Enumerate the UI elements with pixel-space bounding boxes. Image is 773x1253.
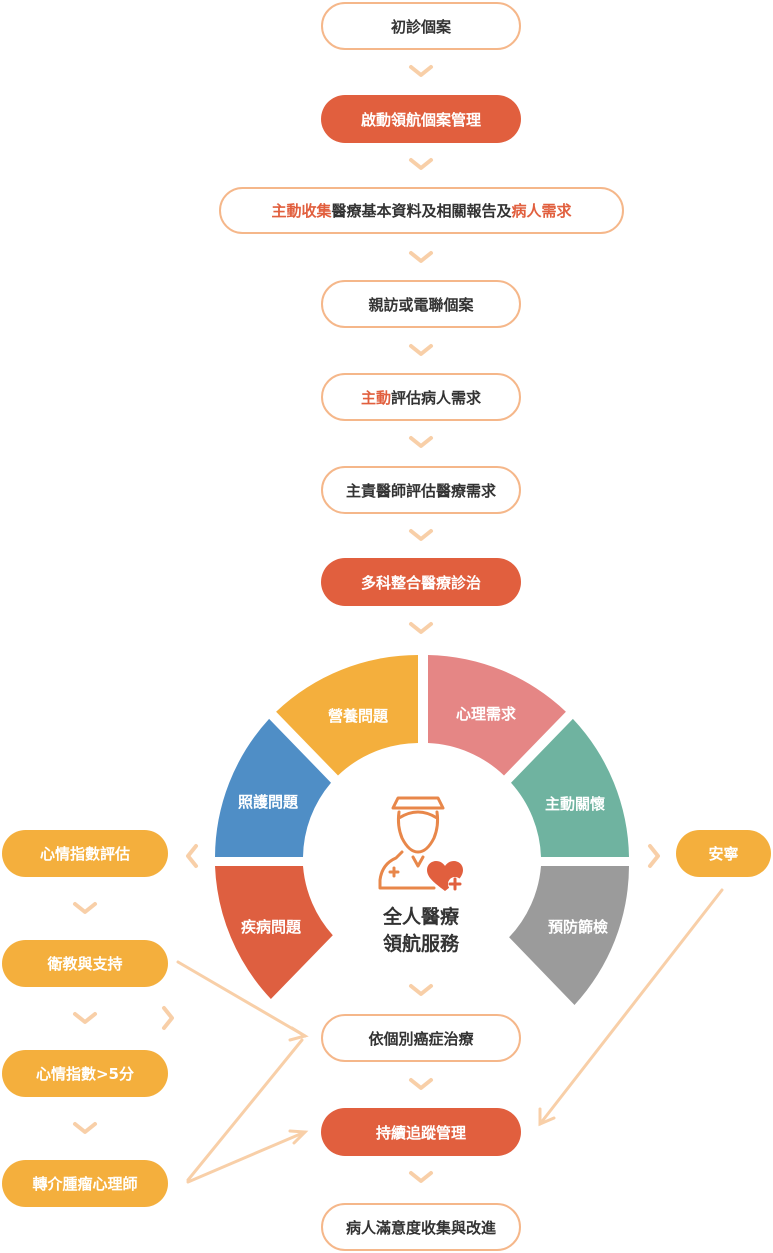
down-chevron-icon [73, 1122, 97, 1134]
branch-refer-psychologist: 轉介腫瘤心理師 [2, 1160, 168, 1207]
heart-plus-icon [427, 861, 463, 891]
step-followup: 持續追蹤管理 [321, 1108, 521, 1156]
arc-segment-care [215, 718, 331, 857]
service-ring [215, 655, 629, 1005]
branch-mood-assessment: 心情指數評估 [2, 830, 168, 877]
down-chevron-icon [409, 251, 433, 263]
arc-label-disease: 疾病問題 [241, 918, 302, 936]
step-satisfaction: 病人滿意度收集與改進 [321, 1203, 521, 1251]
arc-label-psychology: 心理需求 [456, 705, 517, 723]
down-chevron-icon [409, 1078, 433, 1090]
arc-label-care: 照護問題 [238, 793, 299, 811]
center-title-line-2: 領航服務 [382, 933, 459, 955]
step-assess-text: 評估病人需求 [391, 388, 482, 407]
down-chevron-icon [409, 984, 433, 996]
left-chevron-icon [186, 844, 198, 868]
step-assess-needs: 主動評估病人需求 [321, 373, 521, 421]
arc-segment-care-outreach [511, 718, 629, 857]
arc-segment-disease [215, 866, 333, 999]
arc-label-screening: 預防篩檢 [548, 918, 608, 936]
center-title-line-1: 全人醫療 [382, 906, 459, 928]
arc-segment-psychology [428, 655, 566, 776]
branch-education-support: 衛教與支持 [2, 940, 168, 987]
down-chevron-icon [73, 1012, 97, 1024]
step-collect-highlight-2: 病人需求 [511, 202, 572, 220]
connector-lines [176, 888, 724, 1184]
step-collect-highlight-1: 主動收集 [271, 202, 332, 220]
down-chevron-icon [409, 436, 433, 448]
down-chevron-icon [409, 65, 433, 77]
step-assess-highlight: 主動 [360, 388, 391, 407]
arc-segment-nutrition [276, 655, 418, 776]
step-physician-assessment: 主責醫師評估醫療需求 [321, 466, 521, 514]
center-title: 全人醫療 領航服務 [336, 904, 506, 958]
right-chevron-icon [162, 1006, 174, 1030]
arc-label-nutrition: 營養問題 [328, 707, 389, 725]
right-chevron-icon [648, 844, 660, 868]
down-chevron-icon [409, 622, 433, 634]
step-multidisciplinary: 多科整合醫療診治 [321, 558, 521, 606]
down-chevron-icon [409, 1171, 433, 1183]
step-contact-case: 親訪或電聯個案 [321, 280, 521, 328]
arc-label-care-outreach: 主動關懷 [545, 795, 605, 813]
down-chevron-icon [409, 529, 433, 541]
step-cancer-treatment: 依個別癌症治療 [321, 1014, 521, 1062]
branch-hospice: 安寧 [676, 830, 771, 877]
branch-mood-score: 心情指數>5分 [2, 1050, 168, 1097]
arc-segment-screening [509, 866, 629, 1005]
step-start-navigation: 啟動領航個案管理 [321, 95, 521, 143]
down-chevron-icon [409, 344, 433, 356]
step-collect-records: 主動收集醫療基本資料及相關報告及病人需求 [219, 187, 624, 234]
down-chevron-icon [73, 902, 97, 914]
nurse-icon [378, 796, 445, 890]
down-chevron-icon [409, 158, 433, 170]
step-initial-visit: 初診個案 [321, 2, 521, 50]
step-collect-text: 醫療基本資料及相關報告及 [331, 202, 512, 220]
